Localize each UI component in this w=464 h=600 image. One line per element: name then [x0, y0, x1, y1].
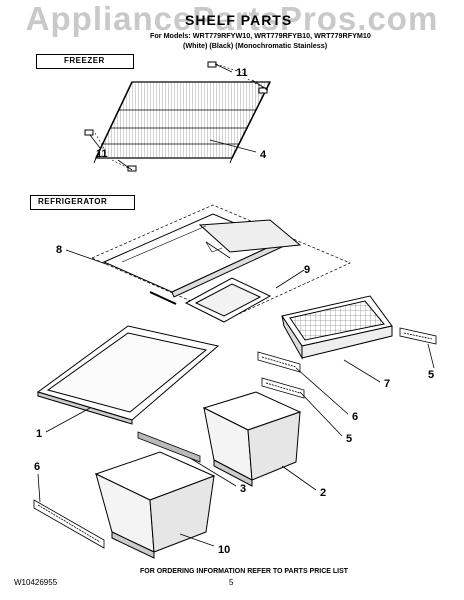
callout-crisper-right: 2 — [320, 487, 326, 499]
shelf-assembly-outline — [91, 204, 351, 319]
glass-shelf — [36, 325, 220, 425]
refrigerator-leader-lines — [37, 249, 435, 547]
freezer-section-box — [36, 54, 134, 69]
page-number: 5 — [229, 578, 234, 587]
callout-rail-left: 6 — [34, 461, 40, 473]
callout-pan-right: 7 — [384, 378, 390, 390]
crisper-cover-rail — [137, 431, 201, 463]
crisper-drawer-left — [94, 451, 216, 559]
pan-rail-right-low — [261, 377, 305, 399]
callout-rail-right-mid: 6 — [352, 411, 358, 423]
callout-freezer-support-bottom: 11 — [96, 148, 108, 160]
pan-rail-left — [33, 499, 105, 549]
pan-rail-right-top — [399, 327, 437, 345]
callout-freezer-rack: 4 — [260, 149, 267, 161]
freezer-rack-support-bottom — [84, 129, 137, 172]
callout-glass-shelf: 1 — [36, 428, 42, 440]
document-number: W10426955 — [14, 578, 58, 587]
refrigerator-section-label: REFRIGERATOR — [38, 197, 108, 206]
callout-shelf-frame: 8 — [56, 244, 62, 256]
callout-crisper-left: 10 — [218, 544, 230, 556]
callout-rail-right-low: 5 — [346, 433, 352, 445]
page-title: SHELF PARTS — [185, 12, 293, 28]
pan-rail-right-mid — [257, 351, 301, 373]
refrigerator-section-box — [30, 195, 135, 210]
freezer-rack-support-top — [207, 61, 268, 94]
callout-rail-right-top: 5 — [428, 369, 434, 381]
shelf-frame — [102, 213, 302, 305]
watermark: AppliancePartsPros.com — [25, 0, 439, 37]
spill-insert — [184, 277, 272, 323]
callout-freezer-support-top: 11 — [236, 67, 248, 79]
callout-spill-insert: 9 — [304, 264, 310, 276]
freezer-section-label: FREEZER — [64, 56, 105, 65]
meat-pan-right — [281, 295, 393, 360]
color-list: (White) (Black) (Monochromatic Stainless… — [183, 41, 328, 50]
ordering-info: FOR ORDERING INFORMATION REFER TO PARTS … — [140, 568, 349, 575]
callout-cover-rail: 3 — [240, 483, 246, 495]
crisper-drawer-right — [202, 391, 302, 487]
freezer-wire-rack — [93, 81, 271, 164]
model-list: For Models: WRT779RFYW10, WRT779RFYB10, … — [150, 31, 371, 40]
freezer-leader-lines — [89, 63, 269, 171]
